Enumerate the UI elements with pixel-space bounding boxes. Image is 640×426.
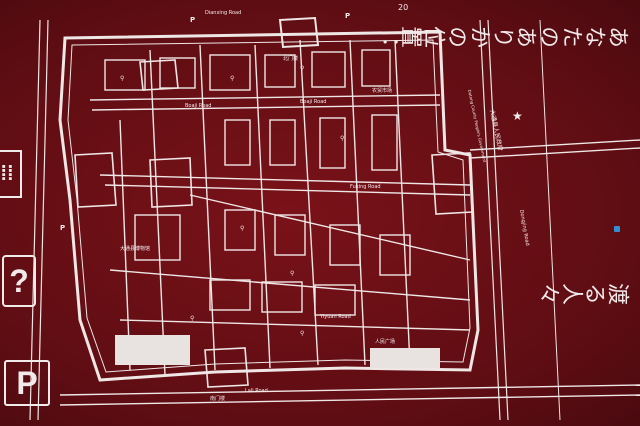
current-location-marker — [614, 226, 620, 232]
left-sign-partial: ⁞⁞ — [0, 150, 22, 198]
parking-icon: P — [4, 360, 50, 406]
east-tower — [431, 152, 473, 215]
svg-text:⚲: ⚲ — [230, 75, 234, 82]
parking-icon-small: P — [345, 12, 350, 20]
road-label-right: Dongjing Road — [518, 209, 530, 246]
label-hall: 大通县博物馆 — [120, 245, 150, 252]
svg-text:⚲: ⚲ — [300, 330, 304, 337]
position-subtitle: 渡る人々 — [538, 279, 630, 304]
road-label-top: Dianxing Road — [205, 10, 241, 16]
street — [89, 94, 441, 101]
label-market: 农贸市场 — [372, 87, 392, 94]
road-label-mid: Boaji Road — [300, 99, 326, 105]
road-label-center: Fuxing Road — [350, 184, 381, 190]
svg-text:⚲: ⚲ — [340, 135, 344, 142]
label-south-tower: 南门楼 — [210, 395, 225, 402]
svg-text:⚲: ⚲ — [300, 65, 304, 72]
top-right-code: 20 — [398, 3, 408, 12]
svg-text:⚲: ⚲ — [120, 75, 124, 82]
south-gate-tower — [204, 347, 249, 388]
question-icon: ? — [2, 255, 36, 307]
city-wall — [58, 30, 480, 382]
parking-icon-small: P — [60, 224, 65, 232]
label-government: 大通县人民政府 — [488, 109, 505, 152]
svg-text:⚲: ⚲ — [290, 270, 294, 277]
restroom-icon: ⚲ ⚲ ⚲ ⚲ ⚲ ⚲ ⚲ ⚲ — [120, 65, 344, 337]
west-tower — [74, 152, 117, 208]
road-label-bottom: Lali Road — [245, 388, 268, 394]
label-square: 人民广场 — [375, 338, 395, 345]
parking-icon-small: P — [190, 16, 195, 24]
svg-text:⚲: ⚲ — [190, 315, 194, 322]
north-gate-tower — [278, 16, 320, 49]
road-label-mid-left: Boaji Road — [185, 103, 211, 109]
label-north-gate: 北门楼 — [283, 55, 298, 62]
star-icon: ★ — [512, 109, 523, 123]
position-title: あなたのありかの位置： — [377, 22, 630, 47]
boulevard-right — [479, 19, 501, 421]
road-label-lower: Yiyuan Road — [319, 314, 351, 320]
svg-text:⚲: ⚲ — [240, 225, 244, 232]
